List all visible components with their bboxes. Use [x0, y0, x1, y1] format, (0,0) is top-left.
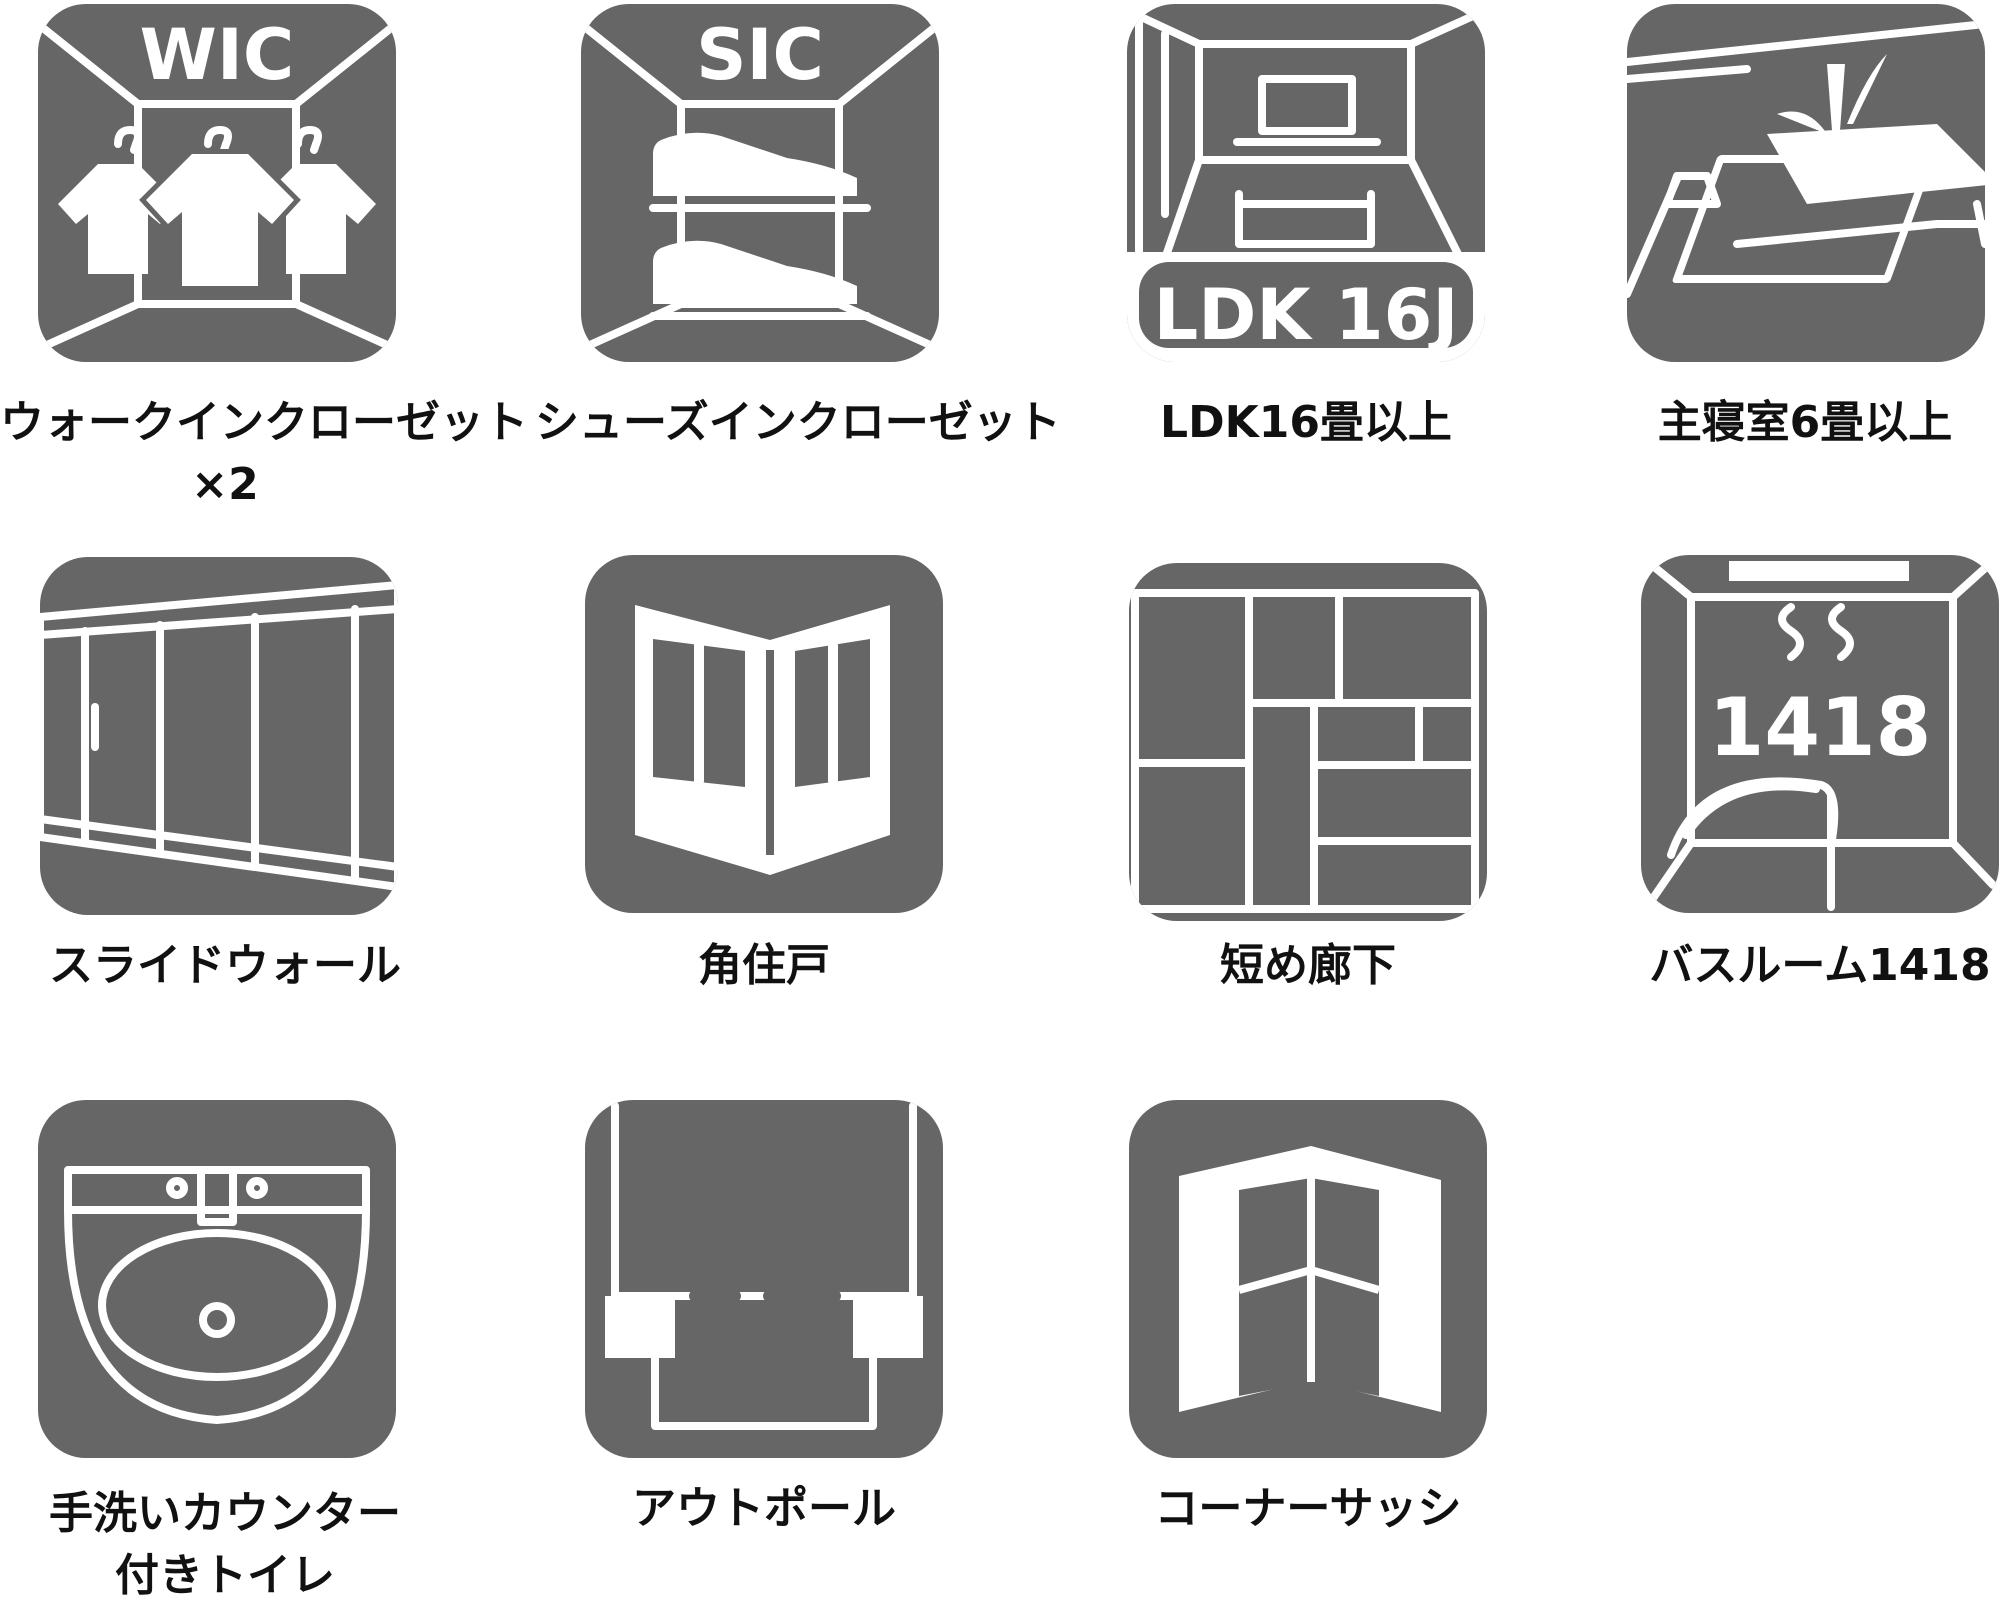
caption-ldk: LDK16畳以上 [1081, 392, 1531, 454]
caption-line: 短め廊下 [1220, 940, 1396, 991]
bedroom-icon [1627, 20, 1985, 298]
feature-tile-out-pole [585, 1100, 943, 1458]
caption-out-pole: アウトポール [539, 1478, 989, 1540]
caption-corner-unit: 角住戸 [539, 935, 989, 997]
shoe-closet-icon: SIC [581, 14, 939, 353]
feature-tile-sic: SIC [581, 4, 939, 362]
feature-tile-bedroom [1627, 4, 1985, 362]
caption-wic: ウォークインクローゼット ×2 [0, 392, 528, 516]
washbasin-icon [64, 1166, 370, 1424]
caption-line: シューズインクローゼット [535, 397, 1061, 448]
caption-line: 手洗いカウンター [49, 1488, 401, 1539]
badge-sic: SIC [696, 14, 824, 96]
feature-tile-wic: WIC [38, 4, 396, 362]
feature-tile-short-hallway [1129, 563, 1487, 921]
caption-line: 付きトイレ [115, 1550, 335, 1601]
floor-plan-icon [1131, 589, 1479, 913]
caption-bathroom: バスルーム1418 [1620, 935, 2000, 997]
feature-tile-ldk: LDK 16J [1127, 4, 1485, 362]
caption-line: スライドウォール [49, 940, 401, 991]
badge-wic: WIC [140, 14, 295, 96]
sliding-wall-icon [40, 581, 398, 891]
living-room-icon: LDK 16J [1127, 12, 1485, 362]
caption-sliding-wall: スライドウォール [0, 935, 450, 997]
caption-line: LDK16畳以上 [1160, 397, 1452, 448]
caption-toilet-counter: 手洗いカウンター 付きトイレ [0, 1483, 450, 1607]
caption-corner-sash: コーナーサッシ [1083, 1478, 1533, 1540]
caption-bedroom: 主寝室6畳以上 [1600, 392, 2000, 454]
caption-line: ウォークインクローゼット [0, 397, 528, 448]
walk-in-closet-icon: WIC [38, 14, 396, 353]
caption-line: アウトポール [632, 1483, 896, 1534]
caption-line: 角住戸 [698, 940, 830, 991]
caption-short-hallway: 短め廊下 [1083, 935, 1533, 997]
feature-tile-sliding-wall [40, 557, 398, 915]
caption-line: コーナーサッシ [1154, 1483, 1462, 1534]
badge-ldk: LDK 16J [1154, 274, 1459, 356]
out-pole-icon [605, 1102, 923, 1430]
bathroom-icon: 1418 [1643, 557, 1997, 911]
caption-line: 主寝室6畳以上 [1657, 397, 1953, 448]
caption-line: ×2 [191, 459, 259, 510]
feature-tile-corner-sash [1129, 1100, 1487, 1458]
caption-line: バスルーム1418 [1649, 940, 1991, 991]
caption-sic: シューズインクローゼット [535, 392, 1061, 454]
feature-tile-corner-unit [585, 555, 943, 913]
corner-sash-icon [1179, 1146, 1441, 1412]
feature-tile-toilet-counter [38, 1100, 396, 1458]
feature-tile-bathroom: 1418 [1641, 555, 1999, 913]
badge-bath-size: 1418 [1709, 681, 1932, 774]
corner-house-icon [635, 605, 890, 875]
